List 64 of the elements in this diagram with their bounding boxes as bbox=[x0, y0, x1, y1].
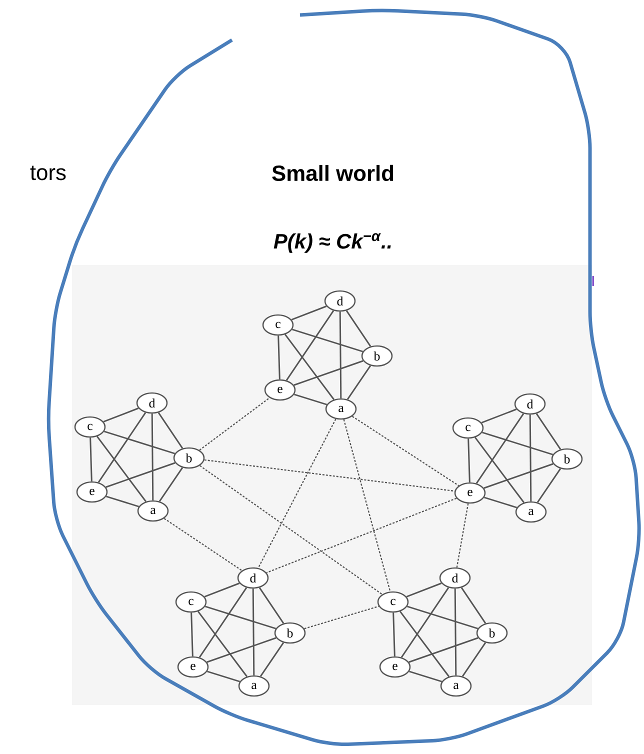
link-line bbox=[104, 430, 176, 454]
link-line bbox=[482, 432, 554, 456]
link-line bbox=[206, 637, 276, 663]
link-line bbox=[474, 437, 524, 503]
link-line bbox=[400, 587, 450, 658]
link-line bbox=[406, 582, 442, 598]
link-line bbox=[484, 496, 517, 508]
dashed-link bbox=[266, 498, 457, 574]
link-line bbox=[198, 611, 248, 677]
title: Small world bbox=[272, 164, 394, 182]
dashed-link bbox=[199, 397, 270, 451]
dashed-link bbox=[343, 419, 391, 592]
link-line bbox=[252, 588, 255, 676]
link-line bbox=[258, 587, 284, 624]
link-line bbox=[468, 438, 470, 482]
dashed-link bbox=[204, 459, 455, 492]
link-line bbox=[106, 496, 139, 508]
link-line bbox=[462, 642, 486, 677]
link-line bbox=[205, 606, 276, 630]
link-line bbox=[460, 587, 486, 624]
dashed-link bbox=[352, 416, 460, 486]
dashed-link bbox=[164, 518, 242, 572]
link-line bbox=[190, 612, 194, 656]
link-line bbox=[407, 606, 478, 630]
link-line bbox=[278, 336, 280, 380]
link-line bbox=[198, 587, 248, 658]
link-line bbox=[98, 412, 146, 483]
link-line bbox=[151, 414, 154, 500]
dashed-link bbox=[258, 418, 336, 568]
link-line bbox=[339, 312, 342, 398]
link-line bbox=[294, 360, 364, 386]
link-line bbox=[484, 463, 554, 489]
link-line bbox=[96, 436, 146, 502]
link-line bbox=[291, 306, 327, 320]
dashed-link bbox=[304, 606, 379, 630]
link-line bbox=[529, 414, 532, 502]
link-line bbox=[204, 582, 240, 598]
cut-off-text: l bbox=[592, 276, 594, 286]
formula: P(k) ≈ Ck$^{−α}$.. bbox=[274, 233, 391, 253]
link-line bbox=[408, 637, 478, 663]
link-line bbox=[158, 467, 184, 502]
dashed-link bbox=[456, 503, 469, 568]
link-line bbox=[409, 670, 442, 682]
link-line bbox=[392, 612, 396, 656]
link-line bbox=[158, 412, 184, 449]
cut-off-text: tors bbox=[30, 166, 66, 180]
link-line bbox=[481, 408, 517, 424]
link-line bbox=[536, 413, 562, 450]
link-line bbox=[284, 334, 334, 400]
link-line bbox=[286, 310, 334, 381]
link-line bbox=[207, 670, 240, 682]
link-line bbox=[106, 462, 176, 488]
link-line bbox=[103, 408, 139, 422]
link-line bbox=[346, 365, 372, 400]
link-line bbox=[90, 438, 92, 482]
link-line bbox=[454, 588, 457, 676]
link-line bbox=[294, 394, 327, 406]
link-line bbox=[536, 468, 562, 503]
dashed-link bbox=[200, 465, 382, 595]
link-line bbox=[292, 328, 364, 352]
link-line bbox=[346, 310, 372, 347]
link-line bbox=[400, 611, 450, 677]
link-line bbox=[476, 413, 524, 484]
link-line bbox=[260, 642, 284, 677]
